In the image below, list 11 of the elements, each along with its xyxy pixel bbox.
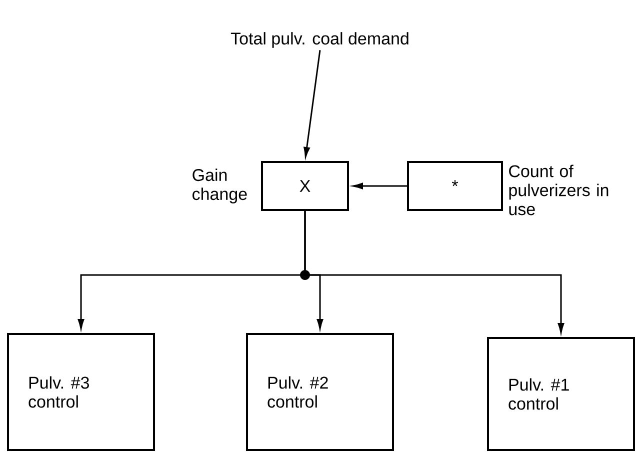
arrow — [304, 211, 564, 334]
function-box: X — [261, 161, 349, 211]
beside-label: Count of pulverizers in use — [509, 164, 608, 216]
process-box: Pulv. #2 control — [246, 333, 394, 451]
arrow — [304, 50, 321, 158]
process-box: Pulv. #1 control — [487, 337, 635, 451]
process-box: Pulv. #3 control — [7, 333, 155, 451]
function-box: * — [407, 161, 503, 211]
input-label: Total pulv. coal demand — [230, 32, 408, 48]
arrow — [352, 182, 407, 190]
beside-label: Gain change — [192, 168, 247, 204]
